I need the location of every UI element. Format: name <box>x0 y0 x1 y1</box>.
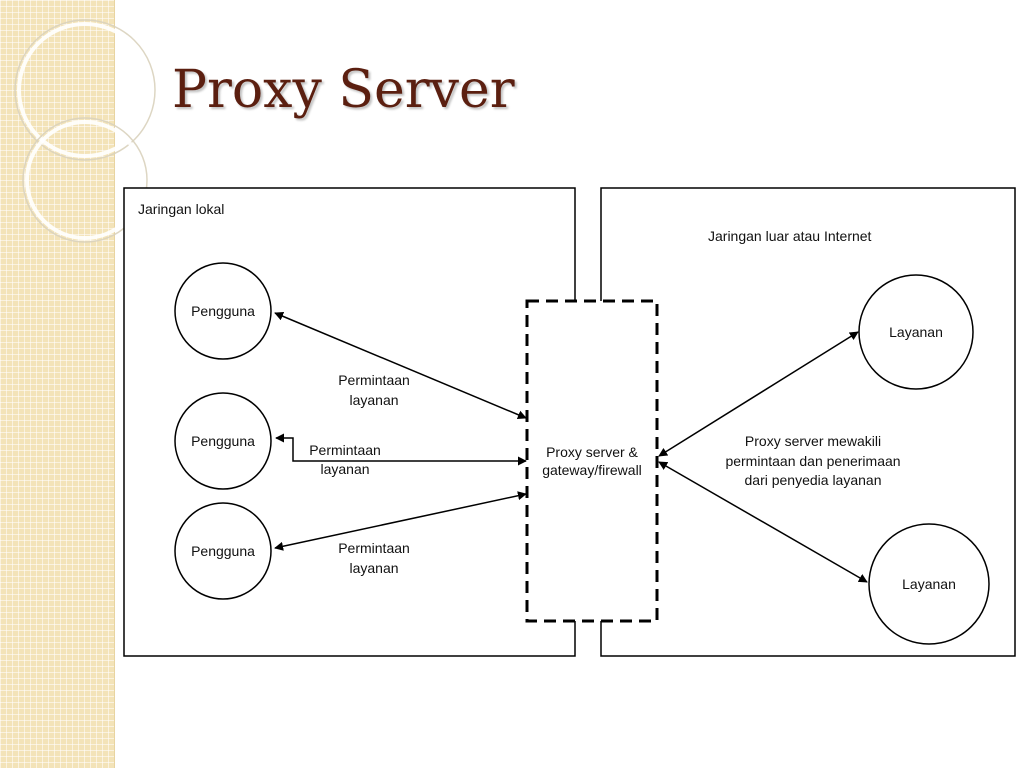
service-node-2 <box>868 523 990 645</box>
proxy-label-line-1: Proxy server & <box>546 444 638 460</box>
proxy-note-line-3: dari penyedia layanan <box>745 472 882 488</box>
request-arrow-2 <box>275 433 527 466</box>
service-label-1: Layanan <box>889 324 943 340</box>
request-label-2-line-1: Permintaan <box>309 442 381 458</box>
proxy-label-line-2: gateway/firewall <box>542 462 642 478</box>
external-network-label: Jaringan luar atau Internet <box>708 228 872 244</box>
service-node-1 <box>858 274 974 390</box>
user-node-2 <box>174 392 272 490</box>
request-label-1-line-1: Permintaan <box>338 372 410 388</box>
user-label-3: Pengguna <box>191 543 255 559</box>
request-label-3-line-2: layanan <box>349 560 398 576</box>
user-label-1: Pengguna <box>191 303 255 319</box>
service-arrow-1 <box>658 331 859 457</box>
service-arrow-2 <box>658 461 868 583</box>
request-label-2-line-2: layanan <box>320 461 369 477</box>
request-label-3-line-1: Permintaan <box>338 540 410 556</box>
user-node-3 <box>174 502 272 600</box>
slide-title: Proxy Server <box>172 60 515 120</box>
request-arrow-1 <box>274 311 527 420</box>
user-node-1 <box>174 262 272 360</box>
proxy-box <box>525 299 659 623</box>
user-label-2: Pengguna <box>191 433 255 449</box>
local-network-label: Jaringan lokal <box>138 201 224 217</box>
decorative-circles <box>14 19 156 243</box>
service-label-2: Layanan <box>902 576 956 592</box>
request-label-1-line-2: layanan <box>349 392 398 408</box>
request-arrow-3 <box>274 491 527 551</box>
proxy-note-line-2: permintaan dan penerimaan <box>725 453 900 469</box>
proxy-note-line-1: Proxy server mewakili <box>745 433 881 449</box>
